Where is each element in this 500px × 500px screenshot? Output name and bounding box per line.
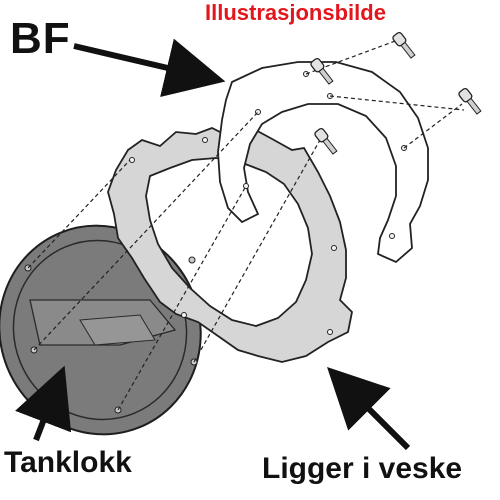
bag-arrow — [327, 367, 411, 451]
screw — [458, 87, 482, 115]
callout-arrows — [15, 38, 411, 451]
screw — [392, 31, 416, 59]
tank-cap — [0, 224, 202, 436]
bf-arrow — [73, 38, 226, 97]
screw — [314, 127, 338, 155]
tank-cap-label: Tanklokk — [4, 446, 132, 479]
screw — [310, 57, 334, 85]
bf-label: BF — [10, 14, 71, 63]
illustration-note: Illustrasjonsbilde — [205, 0, 386, 25]
screws — [310, 31, 482, 155]
in-bag-label: Ligger i veske — [262, 452, 463, 485]
tank-arrow — [15, 365, 72, 442]
